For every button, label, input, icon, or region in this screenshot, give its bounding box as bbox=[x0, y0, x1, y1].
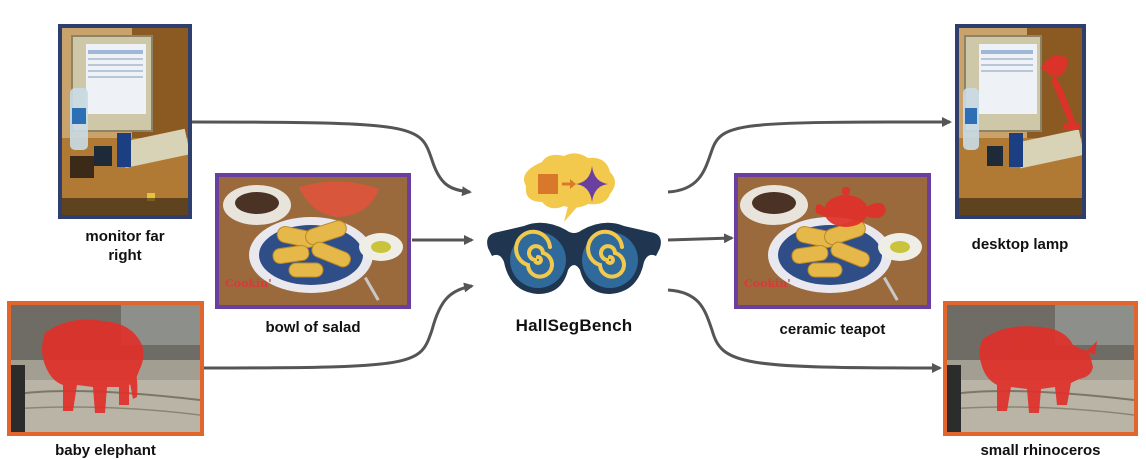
caption-desktop-lamp: desktop lamp bbox=[971, 236, 1069, 253]
arrow-bench-to-lamp bbox=[667, 117, 952, 194]
elephant-mask bbox=[42, 319, 144, 413]
teapot-mask bbox=[815, 187, 886, 227]
elephant-photo bbox=[7, 301, 204, 436]
desk-computer-photo bbox=[58, 24, 192, 219]
arrow-monitor-to-bench bbox=[191, 120, 472, 197]
hallsegbench-logo bbox=[487, 153, 661, 294]
caption-ceramic-teapot: ceramic teapot bbox=[779, 321, 886, 338]
square-to-sparkle-icon bbox=[538, 166, 608, 202]
arrow-bench-to-teapot bbox=[667, 233, 734, 244]
desk-computer-lamp-mask-photo bbox=[955, 24, 1086, 219]
thought-bubble-icon bbox=[524, 153, 615, 222]
caption-baby-elephant: baby elephant bbox=[55, 442, 156, 459]
svg-text:Cookin': Cookin' bbox=[744, 277, 791, 290]
svg-text:Cookin': Cookin' bbox=[225, 277, 272, 290]
lamp-mask bbox=[1041, 55, 1079, 130]
arrow-elephant-to-bench bbox=[203, 282, 474, 370]
arrow-bench-to-rhino bbox=[667, 288, 942, 373]
caption-small-rhinoceros: small rhinoceros bbox=[980, 442, 1101, 459]
caption-monitor-far-right: monitor far right bbox=[85, 228, 165, 264]
corn-plate-photo: Cookin' bbox=[215, 173, 411, 309]
caption-bowl-of-salad: bowl of salad bbox=[265, 319, 361, 336]
rhinoceros-mask bbox=[979, 326, 1097, 413]
benchmark-title: HallSegBench bbox=[515, 316, 633, 335]
rhinoceros-mask-photo bbox=[943, 301, 1138, 436]
spiral-goggles-icon bbox=[487, 222, 661, 294]
corn-plate-teapot-mask-photo: Cookin' bbox=[734, 173, 931, 309]
